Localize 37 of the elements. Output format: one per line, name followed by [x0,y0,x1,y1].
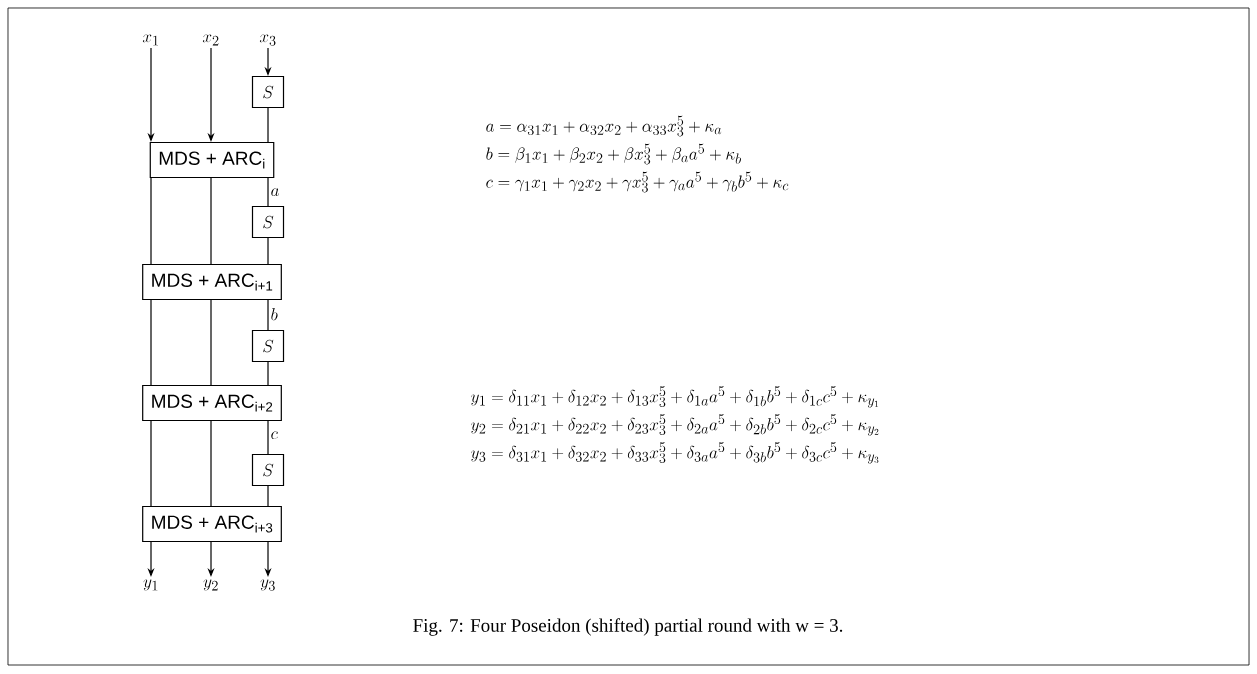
connector-line [210,177,212,265]
edge-label: $c$ [269,430,279,440]
connector-line [267,107,269,143]
equation: $a = \alpha_{31}x_1 + \alpha_{32}x_2 + \alpha_{33}x_3^5 + \kappa_a$ [486,115,722,137]
variable-label: $x_2$ [202,34,219,46]
equation: $y_1 = \delta_{11}x_1 + \delta_{12}x_2 + \delta_{13}x_3^5 + \delta_{1a}a^5 + \delta_{1b}b^5 + \delta_{1c}c^5 + \kappa_{y_1}$ [471,386,879,408]
connector-line [150,177,152,265]
caption: Fig. 7: Four Poseidon (shifted) partial round with w = 3. [413,618,843,636]
round-box: MDS + ARC$_{i+3}$ [142,505,282,543]
connector-line [150,420,152,507]
round-box: MDS + ARC$_{i+2}$ [142,384,282,422]
connector-line [210,299,212,386]
connector-line [267,237,269,265]
connector-line [267,361,269,386]
connector-line [210,420,212,507]
round-box: MDS + ARC$_{i}$ [149,141,275,179]
variable-label: $y_2$ [203,579,218,591]
edge-label: $a$ [269,187,281,197]
sbox-box: $S$ [251,453,285,487]
round-box: MDS + ARC$_{i+1}$ [142,263,282,301]
equation: $c = \gamma_1 x_1 + \gamma_2 x_2 + \gamma x_3^5 + \gamma_a a^5 + \gamma_b b^5 + \kappa_c$ [486,171,789,193]
variable-label: $y_3$ [260,579,275,591]
variable-label: $y_1$ [143,579,158,591]
connector-line [267,420,269,455]
equation: $b = \beta_1 x_1 + \beta_2 x_2 + \beta x_3^5 + \beta_a a^5 + \kappa_b$ [486,143,741,165]
sbox-box: $S$ [251,75,285,109]
connector-line [267,177,269,207]
equation: $y_2 = \delta_{21}x_1 + \delta_{22}x_2 + \delta_{23}x_3^5 + \delta_{2a}a^5 + \delta_{2b}b^5 + \delta_{2c}c^5 + \kappa_{y_2}$ [471,414,879,436]
sbox-box: $S$ [251,329,285,363]
variable-label: $x_1$ [142,34,158,46]
connector-line [150,299,152,386]
edge-label: $b$ [269,307,279,322]
sbox-box: $S$ [251,205,285,239]
variable-label: $x_3$ [259,34,276,46]
equation: $y_3 = \delta_{31}x_1 + \delta_{32}x_2 + \delta_{33}x_3^5 + \delta_{3a}a^5 + \delta_{3b}b^5 + \delta_{3c}c^5 + \kappa_{y_3}$ [471,442,879,464]
connector-line [267,299,269,331]
connector-line [267,485,269,507]
